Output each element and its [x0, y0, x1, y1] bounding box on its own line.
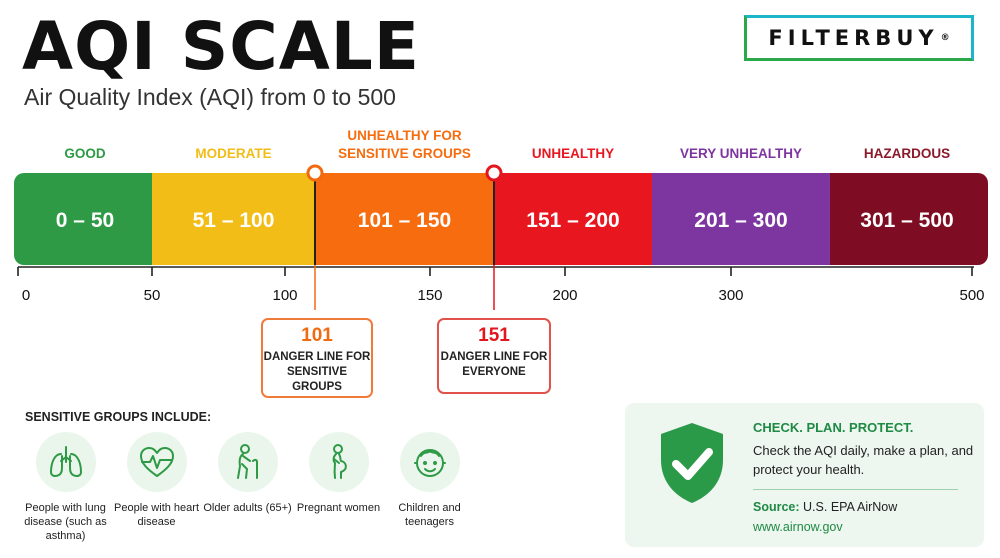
axis-tick-label: 50: [144, 287, 161, 304]
segment-range-label: 301 – 500: [860, 209, 953, 232]
shield-check-icon: [661, 423, 723, 503]
older-adults-icon: [236, 444, 258, 479]
source-name: U.S. EPA AirNow: [803, 500, 898, 514]
pregnant-woman-icon: [332, 444, 347, 479]
axis-tick-label: 150: [417, 287, 442, 304]
axis-tick-label: 200: [552, 287, 577, 304]
group-item: Older adults (65+): [202, 432, 293, 543]
heart-icon: [139, 447, 174, 477]
scale-segment: [152, 173, 315, 265]
page-title: AQI SCALE: [22, 8, 420, 85]
group-label: Older adults (65+): [203, 502, 292, 514]
category-label: MODERATE: [195, 146, 271, 161]
group-label: Children and teenagers: [398, 502, 461, 528]
axis-tick-label: 500: [959, 287, 984, 304]
group-item: People with lung disease (such as asthma…: [20, 432, 111, 543]
segment-range-label: 201 – 300: [694, 209, 787, 232]
group-label: People with heart disease: [114, 502, 199, 528]
protect-panel: CHECK. PLAN. PROTECT. Check the AQI dail…: [625, 403, 984, 547]
protect-source: Source: U.S. EPA AirNow: [753, 500, 897, 514]
category-label: HAZARDOUS: [864, 146, 950, 161]
scale-segment: [494, 173, 652, 265]
group-item: Pregnant women: [293, 432, 384, 543]
callout-value: 151: [478, 325, 510, 346]
marker-dot: [485, 164, 503, 182]
aqi-scale-chart: 0 – 50 GOOD 51 – 100 MODERATE 101 – 150 UNHEA…: [14, 128, 988, 310]
sensitive-groups-list: People with lung disease (such as asthma…: [20, 432, 475, 543]
registered-mark: ®: [940, 33, 950, 43]
group-label: Pregnant women: [296, 502, 381, 514]
source-label: Source:: [753, 500, 800, 514]
protect-text: Check the AQI daily, make a plan, and pr…: [753, 443, 974, 477]
logo-text: FILTERBUY: [768, 26, 939, 50]
callout-value: 101: [301, 325, 333, 346]
scale-segment: [315, 173, 494, 265]
group-item: Children and teenagers: [384, 432, 475, 543]
axis-tick-label: 0: [22, 287, 30, 304]
lungs-icon: [49, 446, 82, 477]
scale-bar-group: [14, 173, 988, 265]
callout-everyone-danger-line: 151 DANGER LINE FOR EVERYONE: [437, 318, 551, 394]
category-label: GOOD: [64, 146, 106, 161]
group-label: People with lung disease (such as asthma…: [24, 502, 107, 542]
scale-segment: [830, 173, 988, 265]
protect-title: CHECK. PLAN. PROTECT.: [753, 420, 914, 435]
segment-range-label: 151 – 200: [526, 209, 619, 232]
axis-tick-label: 300: [718, 287, 743, 304]
segment-range-label: 51 – 100: [193, 209, 275, 232]
axis-tick-label: 100: [272, 287, 297, 304]
category-label: UNHEALTHY: [532, 146, 614, 161]
category-label: VERY UNHEALTHY: [680, 146, 802, 161]
filterbuy-logo[interactable]: FILTERBUY®: [744, 15, 974, 61]
marker-dot: [306, 164, 324, 182]
page-subtitle: Air Quality Index (AQI) from 0 to 500: [24, 84, 396, 110]
child-face-icon: [413, 449, 446, 477]
protect-url-link[interactable]: www.airnow.gov: [753, 520, 843, 534]
callout-sensitive-danger-line: 101 DANGER LINE FOR SENSITIVE GROUPS: [261, 318, 373, 398]
group-item: People with heart disease: [111, 432, 202, 543]
segment-range-label: 101 – 150: [358, 209, 451, 232]
sensitive-groups-title: SENSITIVE GROUPS INCLUDE:: [25, 410, 212, 424]
scale-segment: [14, 173, 152, 265]
scale-segment: [652, 173, 830, 265]
segment-range-label: 0 – 50: [56, 209, 114, 232]
protect-divider: [753, 489, 958, 490]
callout-text: DANGER LINE FOR SENSITIVE GROUPS: [263, 351, 371, 393]
callout-text: DANGER LINE FOR EVERYONE: [440, 351, 548, 378]
